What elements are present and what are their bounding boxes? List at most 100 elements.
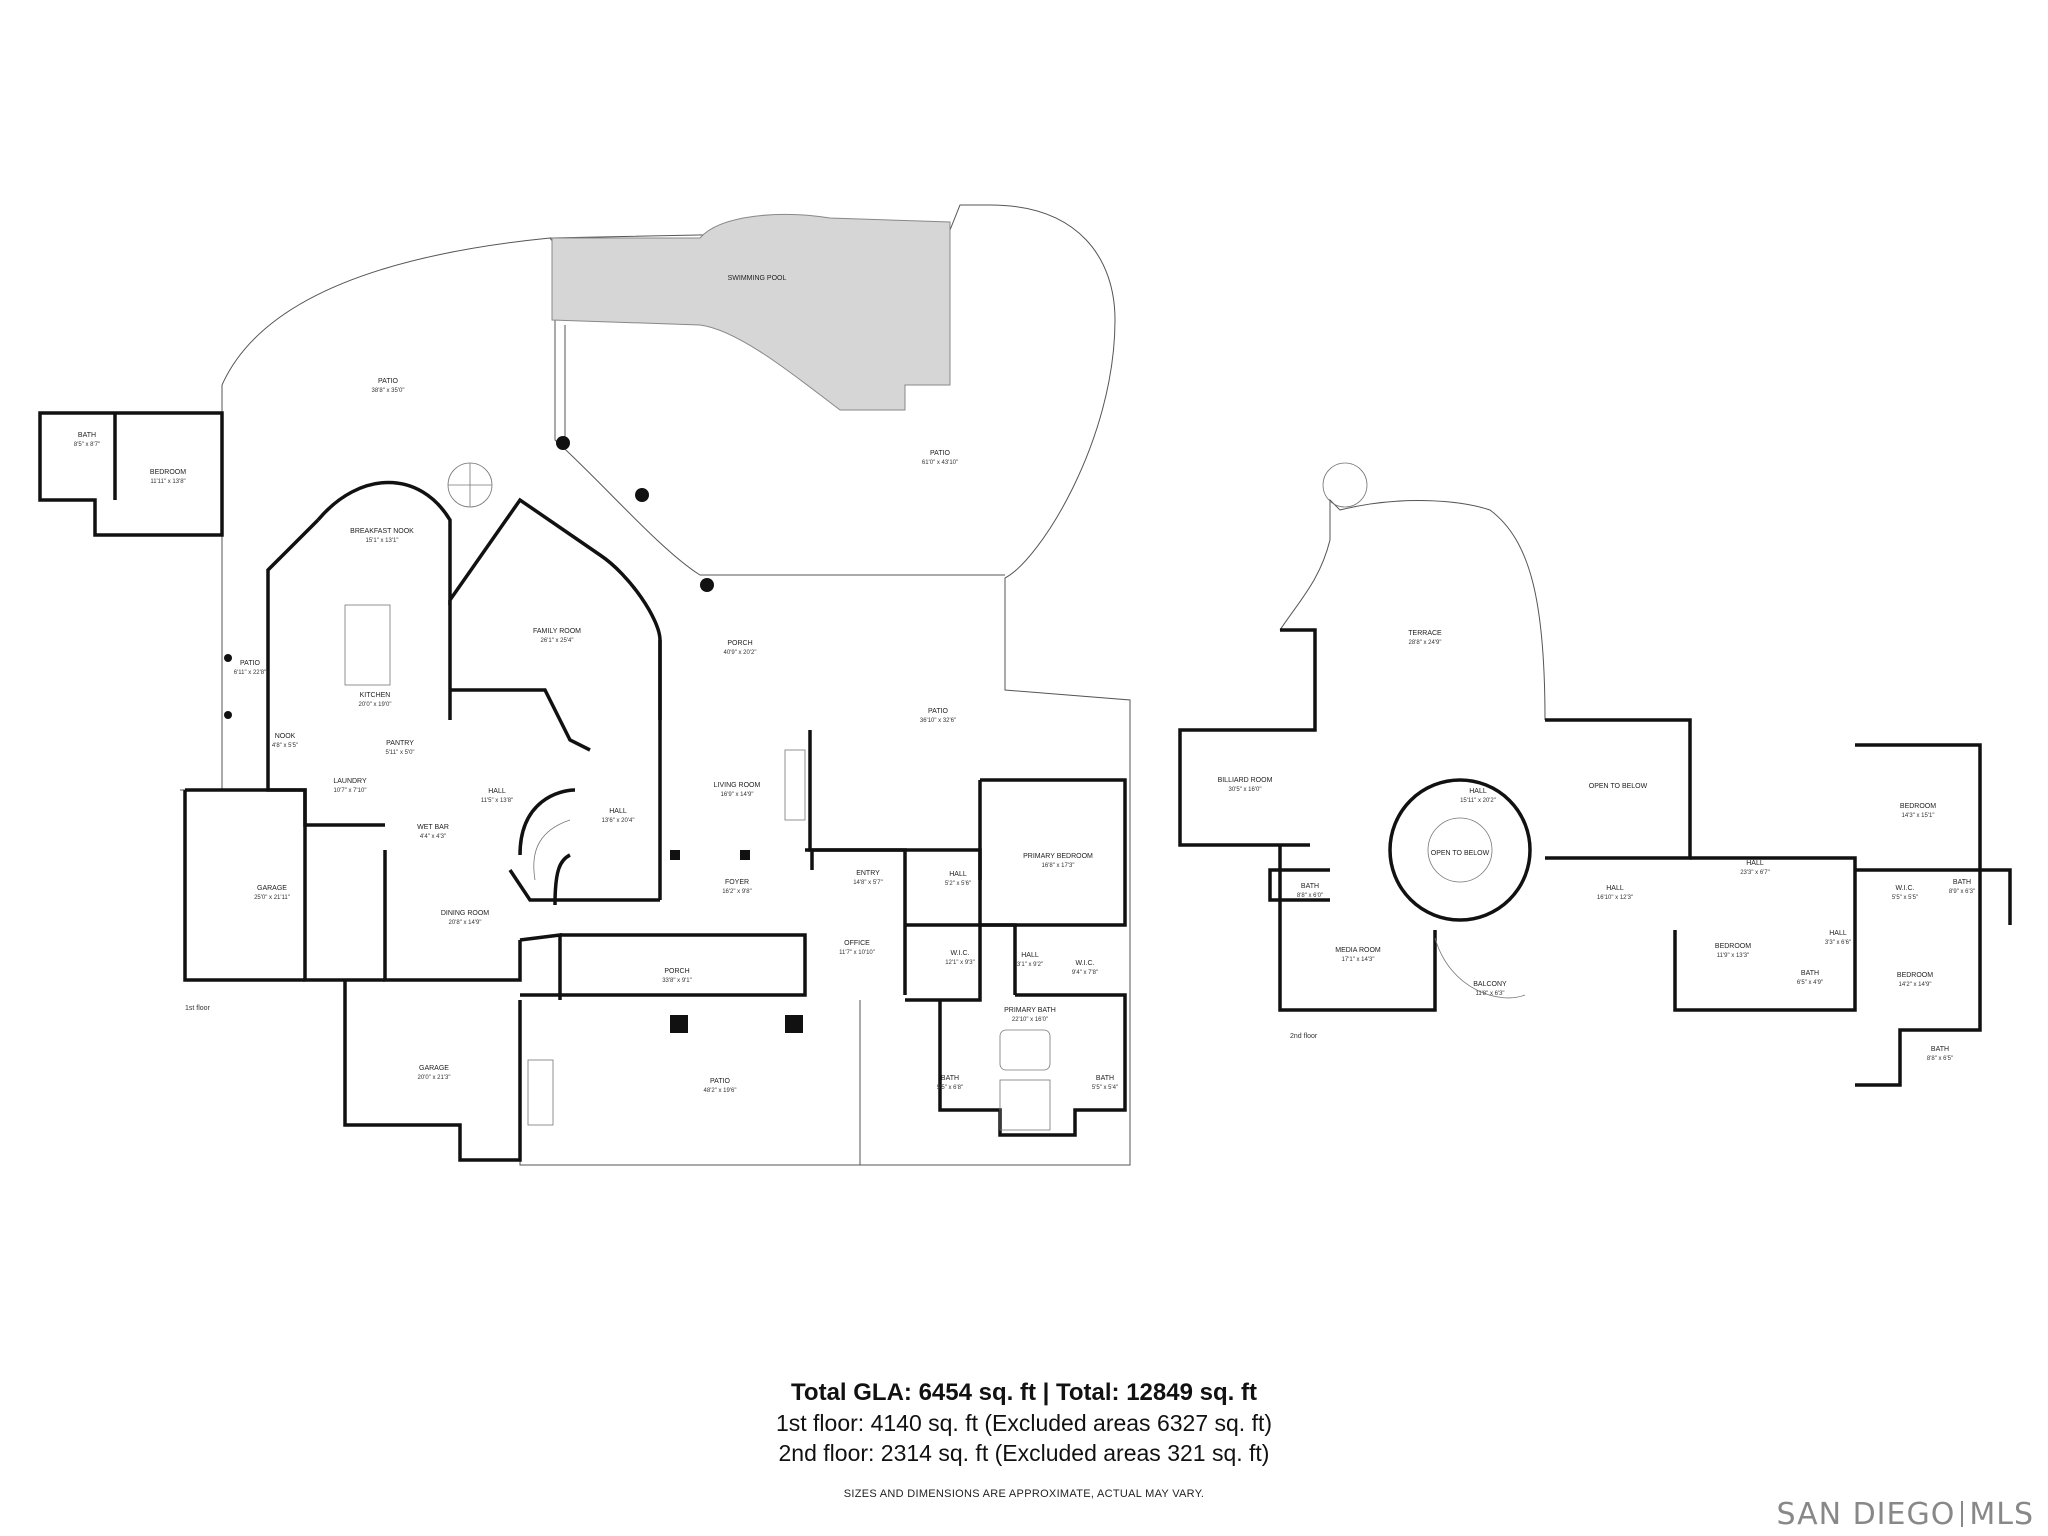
svg-text:OFFICE: OFFICE	[844, 940, 870, 947]
room-label: OPEN TO BELOW	[1431, 850, 1490, 857]
svg-text:HALL: HALL	[1746, 860, 1764, 867]
svg-text:MEDIA ROOM: MEDIA ROOM	[1335, 947, 1381, 954]
svg-text:BILLIARD ROOM: BILLIARD ROOM	[1218, 777, 1273, 784]
room-label: NOOK 4'8" x 5'5"	[272, 733, 298, 749]
svg-text:OPEN TO BELOW: OPEN TO BELOW	[1431, 850, 1490, 857]
room-label: BALCONY 11'8" x 6'3"	[1473, 981, 1507, 997]
room-label: BATH 6'5" x 4'9"	[1797, 970, 1823, 986]
room-label: HALL 11'5" x 13'8"	[481, 788, 513, 804]
room-label: OFFICE 11'7" x 10'10"	[839, 940, 875, 956]
svg-text:23'3" x 6'7": 23'3" x 6'7"	[1740, 870, 1770, 876]
svg-text:30'5" x 16'0": 30'5" x 16'0"	[1229, 787, 1262, 793]
svg-text:PATIO: PATIO	[240, 660, 261, 667]
svg-text:11'7" x 10'10": 11'7" x 10'10"	[839, 950, 875, 956]
disclaimer-text: SIZES AND DIMENSIONS ARE APPROXIMATE, AC…	[843, 1488, 1205, 1500]
svg-text:HALL: HALL	[609, 808, 627, 815]
svg-text:4'4" x 4'3": 4'4" x 4'3"	[420, 834, 446, 840]
room-label: W.I.C. 9'4" x 7'8"	[1072, 960, 1098, 976]
svg-text:11'8" x 6'3": 11'8" x 6'3"	[1475, 991, 1504, 997]
svg-text:40'9" x 20'2": 40'9" x 20'2"	[724, 650, 757, 656]
svg-text:3'1" x 9'2": 3'1" x 9'2"	[1017, 962, 1043, 968]
svg-text:16'2" x 9'8": 16'2" x 9'8"	[722, 889, 752, 895]
svg-text:BEDROOM: BEDROOM	[150, 469, 186, 476]
svg-text:10'7" x 7'10": 10'7" x 7'10"	[334, 788, 367, 794]
svg-text:HALL: HALL	[1469, 788, 1487, 795]
room-label: BILLIARD ROOM 30'5" x 16'0"	[1218, 777, 1273, 793]
svg-text:PATIO: PATIO	[710, 1078, 731, 1085]
svg-text:38'8" x 35'0": 38'8" x 35'0"	[372, 388, 405, 394]
floor-label-second: 2nd floor	[1290, 1033, 1318, 1040]
svg-text:HALL: HALL	[1021, 952, 1039, 959]
swimming-pool-shape	[551, 214, 951, 411]
svg-text:4'8" x 5'5": 4'8" x 5'5"	[272, 743, 298, 749]
svg-text:SWIMMING POOL: SWIMMING POOL	[728, 275, 787, 282]
svg-text:14'3" x 15'1": 14'3" x 15'1"	[1902, 813, 1935, 819]
logo-left-text: SAN DIEGO	[1776, 1497, 1956, 1532]
svg-text:W.I.C.: W.I.C.	[1075, 960, 1094, 967]
svg-text:16'9" x 14'9": 16'9" x 14'9"	[721, 792, 754, 798]
svg-text:PRIMARY BEDROOM: PRIMARY BEDROOM	[1023, 853, 1093, 860]
room-label: PATIO 61'0" x 43'10"	[922, 450, 958, 466]
svg-text:BATH: BATH	[1931, 1046, 1949, 1053]
svg-text:17'1" x 14'3": 17'1" x 14'3"	[1342, 957, 1375, 963]
logo-right-text: MLS	[1969, 1497, 2034, 1532]
svg-text:FOYER: FOYER	[725, 879, 749, 886]
svg-text:BEDROOM: BEDROOM	[1897, 972, 1933, 979]
svg-text:PATIO: PATIO	[930, 450, 951, 457]
first-floor-plan	[38, 204, 1131, 1166]
svg-text:36'10" x 32'6": 36'10" x 32'6"	[920, 718, 956, 724]
svg-text:12'1" x 9'3": 12'1" x 9'3"	[945, 960, 975, 966]
svg-text:9'4" x 7'8": 9'4" x 7'8"	[1072, 970, 1098, 976]
svg-text:NOOK: NOOK	[275, 733, 296, 740]
svg-text:TERRACE: TERRACE	[1408, 630, 1442, 637]
svg-text:PANTRY: PANTRY	[386, 740, 414, 747]
svg-text:28'8" x 24'9": 28'8" x 24'9"	[1409, 640, 1442, 646]
svg-text:11'5" x 13'8": 11'5" x 13'8"	[481, 798, 513, 804]
room-label: W.I.C.5'5" x 5'5"	[1892, 885, 1918, 901]
svg-text:3'3" x 6'6": 3'3" x 6'6"	[1825, 940, 1851, 946]
svg-text:33'8" x 9'1": 33'8" x 9'1"	[662, 978, 692, 984]
logo-separator	[1961, 1501, 1964, 1527]
svg-text:61'0" x 43'10": 61'0" x 43'10"	[922, 460, 958, 466]
svg-text:20'8" x 14'9": 20'8" x 14'9"	[449, 920, 482, 926]
svg-text:8'5" x 8'7": 8'5" x 8'7"	[74, 442, 100, 448]
room-label: MEDIA ROOM 17'1" x 14'3"	[1335, 947, 1381, 963]
room-label: HALL 23'3" x 6'7"	[1740, 860, 1770, 876]
svg-text:26'1" x 25'4": 26'1" x 25'4"	[541, 638, 574, 644]
svg-text:BALCONY: BALCONY	[1473, 981, 1507, 988]
svg-text:BATH: BATH	[1801, 970, 1819, 977]
svg-text:FAMILY ROOM: FAMILY ROOM	[533, 628, 581, 635]
svg-text:BATH: BATH	[1096, 1075, 1114, 1082]
svg-text:25'0" x 21'11": 25'0" x 21'11"	[254, 895, 290, 901]
room-label: OPEN TO BELOW	[1589, 783, 1648, 790]
room-label: HALL 3'1" x 9'2"	[1017, 952, 1043, 968]
svg-text:14'8" x 5'7": 14'8" x 5'7"	[853, 880, 883, 886]
second-floor-plan	[1178, 462, 2012, 1087]
room-label: HALL 13'6" x 20'4"	[602, 808, 635, 824]
svg-text:HALL: HALL	[488, 788, 506, 795]
svg-text:13'6" x 20'4": 13'6" x 20'4"	[602, 818, 635, 824]
room-label: W.I.C.12'1" x 9'3"	[945, 950, 975, 966]
svg-text:6'5" x 4'9": 6'5" x 4'9"	[1797, 980, 1823, 986]
svg-text:16'10" x 12'3": 16'10" x 12'3"	[1597, 895, 1633, 901]
